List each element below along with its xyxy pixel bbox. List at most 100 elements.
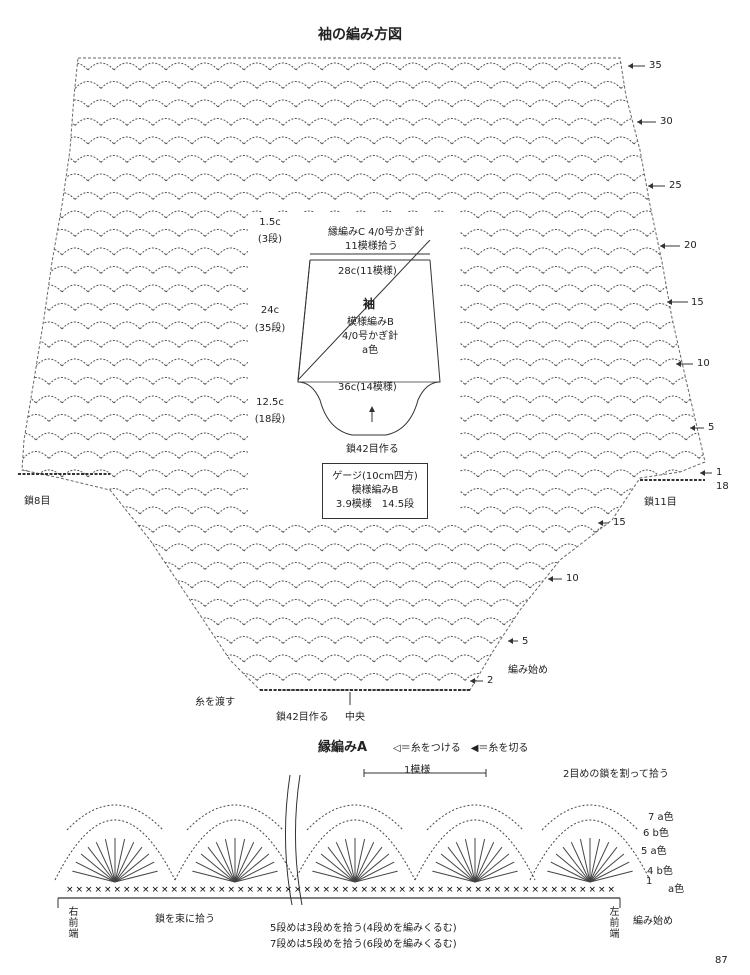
svg-text:×: × — [104, 885, 112, 895]
row-label-b5: 5 — [522, 636, 529, 647]
svg-text:×: × — [560, 885, 568, 895]
svg-text:×: × — [418, 885, 426, 895]
svg-text:×: × — [456, 885, 464, 895]
svg-text:×: × — [313, 885, 321, 895]
edging-note: 縁編みC 4/0号かぎ針 — [328, 227, 425, 238]
svg-text:×: × — [256, 885, 264, 895]
row-label-35: 35 — [649, 60, 662, 71]
edging-repeat: 1模様 — [404, 765, 431, 776]
edging-row-6: 6 b色 — [643, 828, 669, 839]
page-number: 87 — [715, 955, 728, 966]
svg-text:×: × — [285, 885, 293, 895]
row-label-18: 18 — [716, 481, 729, 492]
measure-mid-c: 24c — [260, 305, 280, 316]
svg-text:×: × — [85, 885, 93, 895]
pass-yarn: 糸を渡す — [195, 697, 235, 708]
svg-text:×: × — [133, 885, 141, 895]
row-label-30: 30 — [660, 116, 673, 127]
row-label-15: 15 — [691, 297, 704, 308]
bottom-width: 36c(14模様) — [338, 382, 397, 393]
svg-text:×: × — [114, 885, 122, 895]
sleeve-pattern: 模様編みB — [347, 317, 394, 328]
bottom-cast-on: 鎖42目作る — [276, 712, 329, 723]
gauge-box: ゲージ(10cm四方) 模様編みB 3.9模様 14.5段 — [322, 463, 428, 519]
svg-text:×: × — [76, 885, 84, 895]
sleeve-cast-on: 鎖42目作る — [346, 444, 399, 455]
svg-text:×: × — [332, 885, 340, 895]
split-note: 2目めの鎖を割って拾う — [563, 769, 669, 780]
svg-text:×: × — [408, 885, 416, 895]
start-label: 編み始め — [508, 665, 548, 676]
svg-text:×: × — [446, 885, 454, 895]
svg-text:×: × — [237, 885, 245, 895]
svg-text:×: × — [598, 885, 606, 895]
edging-row-7: 7 a色 — [648, 812, 674, 823]
svg-text:×: × — [275, 885, 283, 895]
svg-text:×: × — [323, 885, 331, 895]
svg-text:×: × — [266, 885, 274, 895]
svg-text:×: × — [66, 885, 74, 895]
svg-text:×: × — [180, 885, 188, 895]
svg-text:×: × — [579, 885, 587, 895]
row-label-25: 25 — [669, 180, 682, 191]
svg-text:×: × — [351, 885, 359, 895]
svg-text:×: × — [608, 885, 616, 895]
svg-text:×: × — [589, 885, 597, 895]
svg-text:×: × — [123, 885, 131, 895]
row-label-20: 20 — [684, 240, 697, 251]
svg-text:×: × — [484, 885, 492, 895]
gauge-values: 3.9模様 14.5段 — [335, 499, 415, 510]
svg-text:×: × — [427, 885, 435, 895]
right-edge-label: 左前端 — [607, 906, 618, 939]
svg-text:×: × — [95, 885, 103, 895]
note-row5: 5段めは3段めを拾う(4段めを編みくるむ) — [270, 923, 457, 934]
svg-text:×: × — [551, 885, 559, 895]
svg-text:×: × — [465, 885, 473, 895]
svg-text:×: × — [494, 885, 502, 895]
svg-text:×: × — [228, 885, 236, 895]
svg-text:×: × — [161, 885, 169, 895]
svg-text:×: × — [142, 885, 150, 895]
edging-row-color-a: a色 — [668, 884, 685, 895]
chain-left: 鎖8目 — [24, 496, 51, 507]
svg-text:×: × — [171, 885, 179, 895]
row-label-5: 5 — [708, 422, 715, 433]
top-width: 28c(11模様) — [338, 266, 397, 277]
edging-row-5: 5 a色 — [641, 846, 667, 857]
measure-mid-rows: (35段) — [254, 323, 286, 334]
edging-row-1: 1 — [646, 876, 653, 887]
sleeve-shape — [297, 240, 441, 436]
measure-top-rows: (3段) — [257, 234, 283, 245]
svg-text:×: × — [541, 885, 549, 895]
edging-row-4: 4 b色 — [647, 866, 673, 877]
svg-text:×: × — [209, 885, 217, 895]
measure-bot-rows: (18段) — [254, 414, 286, 425]
pick-note: 11模様拾う — [345, 241, 398, 252]
left-edge-label: 右前端 — [66, 906, 77, 939]
svg-text:×: × — [304, 885, 312, 895]
sleeve-hook: 4/0号かぎ針 — [342, 331, 399, 342]
row-label-10: 10 — [697, 358, 710, 369]
bundle-note: 鎖を束に拾う — [155, 914, 215, 925]
note-row7: 7段めは5段めを拾う(6段めを編みくるむ) — [270, 939, 457, 950]
edging-legend: ◁＝糸をつける ◀＝糸を切る — [393, 743, 529, 754]
svg-text:×: × — [532, 885, 540, 895]
svg-text:×: × — [389, 885, 397, 895]
row-label-b15: 15 — [613, 517, 626, 528]
row-label-b2: 2 — [487, 675, 494, 686]
svg-text:×: × — [513, 885, 521, 895]
svg-text:×: × — [152, 885, 160, 895]
svg-text:×: × — [437, 885, 445, 895]
svg-text:×: × — [218, 885, 226, 895]
svg-text:×: × — [399, 885, 407, 895]
sleeve-name: 袖 — [363, 297, 376, 311]
diagram-title: 袖の編み方図 — [318, 27, 402, 43]
sleeve-color: a色 — [362, 345, 379, 356]
chain-right: 鎖11目 — [644, 497, 677, 508]
measure-bot-c: 12.5c — [256, 397, 284, 408]
svg-text:×: × — [294, 885, 302, 895]
svg-text:×: × — [199, 885, 207, 895]
svg-text:×: × — [570, 885, 578, 895]
measure-top-c: 1.5c — [259, 217, 281, 228]
